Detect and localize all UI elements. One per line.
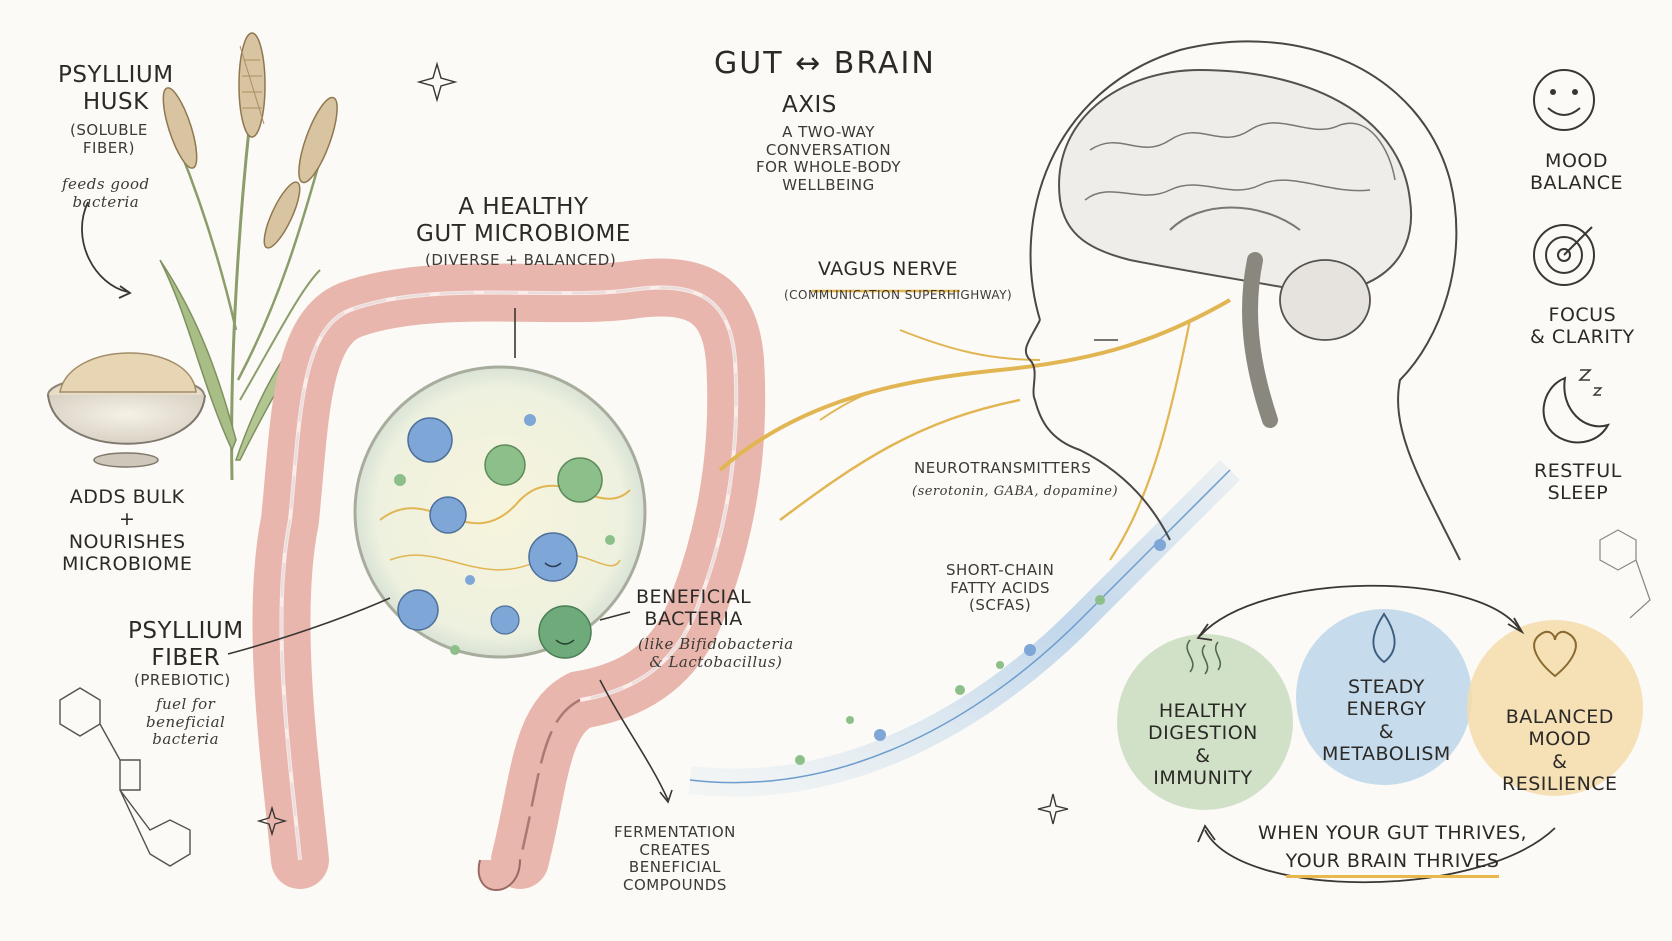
vagus-nerve-title: VAGUS NERVE (818, 258, 958, 280)
outcome-mood-label: BALANCED MOOD & RESILIENCE (1502, 706, 1618, 796)
slogan: WHEN YOUR GUT THRIVES, YOUR BRAIN THRIVE… (1258, 822, 1527, 878)
bacteria-blue-smiling-icon (529, 533, 577, 581)
vagus-nerve (720, 291, 1230, 560)
psyllium-fiber-title: PSYLLIUM FIBER (128, 618, 244, 672)
psyllium-fiber-note: fuel for beneficial bacteria (146, 696, 225, 749)
neurotransmitters-note: (serotonin, GABA, dopamine) (912, 484, 1118, 499)
microbiome-subtitle: (DIVERSE + BALANCED) (425, 252, 616, 270)
page-title-sub: AXIS (782, 92, 837, 119)
scfa-label: SHORT-CHAIN FATTY ACIDS (SCFAS) (946, 562, 1054, 615)
psyllium-husk-note: feeds good bacteria (62, 176, 150, 211)
benefit-sleep-label: RESTFUL SLEEP (1534, 460, 1622, 505)
bowl-icon (48, 353, 205, 467)
moon-sleep-icon (1544, 370, 1608, 442)
head-brain-icon (1026, 41, 1460, 560)
cerebellum-icon (1280, 260, 1370, 340)
benefit-mood-label: MOOD BALANCE (1530, 150, 1623, 195)
microbiome-lens (355, 367, 645, 658)
psyllium-husk-subtitle: (SOLUBLE FIBER) (70, 122, 148, 157)
bacteria-blue-icon (430, 497, 466, 533)
bulk-label: ADDS BULK + NOURISHES MICROBIOME (62, 486, 192, 576)
bacteria-green-smiling-icon (539, 606, 591, 658)
benefit-focus-label: FOCUS & CLARITY (1530, 304, 1635, 349)
vagus-nerve-subtitle: (COMMUNICATION SUPERHIGHWAY) (784, 288, 1012, 302)
microbiome-title: A HEALTHY GUT MICROBIOME (416, 194, 631, 248)
bacteria-green-icon (558, 458, 602, 502)
neurotransmitters-title: NEUROTRANSMITTERS (914, 460, 1091, 478)
bacteria-blue-icon (408, 418, 452, 462)
target-icon (1534, 225, 1594, 285)
outcome-energy-label: STEADY ENERGY & METABOLISM (1322, 676, 1451, 766)
husk-to-bowl-arrow (82, 202, 128, 292)
psyllium-fiber-subtitle: (PREBIOTIC) (134, 672, 231, 690)
bacteria-blue-icon (398, 590, 438, 630)
beneficial-bacteria-note: (like Bifidobacteria & Lactobacillus) (638, 636, 794, 671)
slogan-emphasis: YOUR BRAIN THRIVES (1286, 850, 1500, 877)
page-title: GUT ↔ BRAIN (714, 46, 936, 81)
outcome-digestion-label: HEALTHY DIGESTION & IMMUNITY (1148, 700, 1258, 790)
beneficial-bacteria-title: BENEFICIAL BACTERIA (636, 586, 751, 631)
tagline: A TWO-WAY CONVERSATION FOR WHOLE-BODY WE… (756, 124, 901, 195)
molecule-icon (1600, 530, 1650, 618)
fermentation-label: FERMENTATION CREATES BENEFICIAL COMPOUND… (614, 824, 736, 895)
psyllium-husk-title: PSYLLIUM HUSK (58, 62, 174, 116)
smiley-icon (1534, 70, 1594, 130)
bacteria-green-icon (485, 445, 525, 485)
